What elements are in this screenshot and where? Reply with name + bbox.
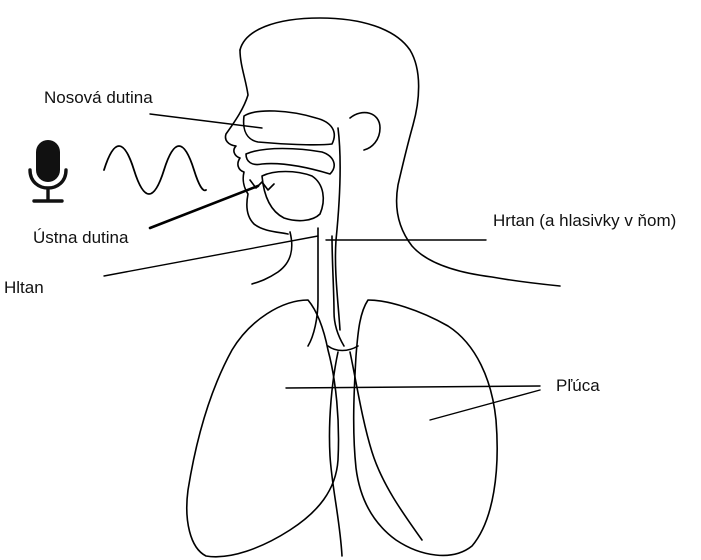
head-outline — [240, 18, 560, 286]
leader-lungs-left — [286, 386, 540, 388]
palate — [246, 149, 334, 175]
trachea-left — [308, 228, 318, 346]
label-oral-cavity: Ústna dutina — [33, 229, 128, 246]
carina — [328, 346, 358, 351]
leader-lines — [104, 114, 540, 420]
oral-cavity — [262, 172, 323, 221]
left-lung — [187, 300, 339, 557]
neck-front — [252, 232, 292, 284]
pharynx-back — [335, 128, 340, 330]
right-lung — [354, 300, 497, 555]
label-lungs: Pľúca — [556, 377, 600, 394]
leader-oral — [150, 186, 258, 228]
label-larynx: Hrtan (a hlasivky v ňom) — [493, 212, 676, 229]
sound-wave-icon — [104, 146, 206, 194]
microphone-icon — [30, 140, 66, 201]
ear-outline — [350, 113, 380, 150]
label-pharynx: Hltan — [4, 279, 44, 296]
leader-pharynx — [104, 236, 318, 276]
bronchus-right — [350, 352, 422, 540]
trachea-right — [332, 236, 344, 346]
label-nasal-cavity: Nosová dutina — [44, 89, 153, 106]
bronchus-left — [329, 352, 342, 556]
leader-lungs-right — [430, 390, 540, 420]
